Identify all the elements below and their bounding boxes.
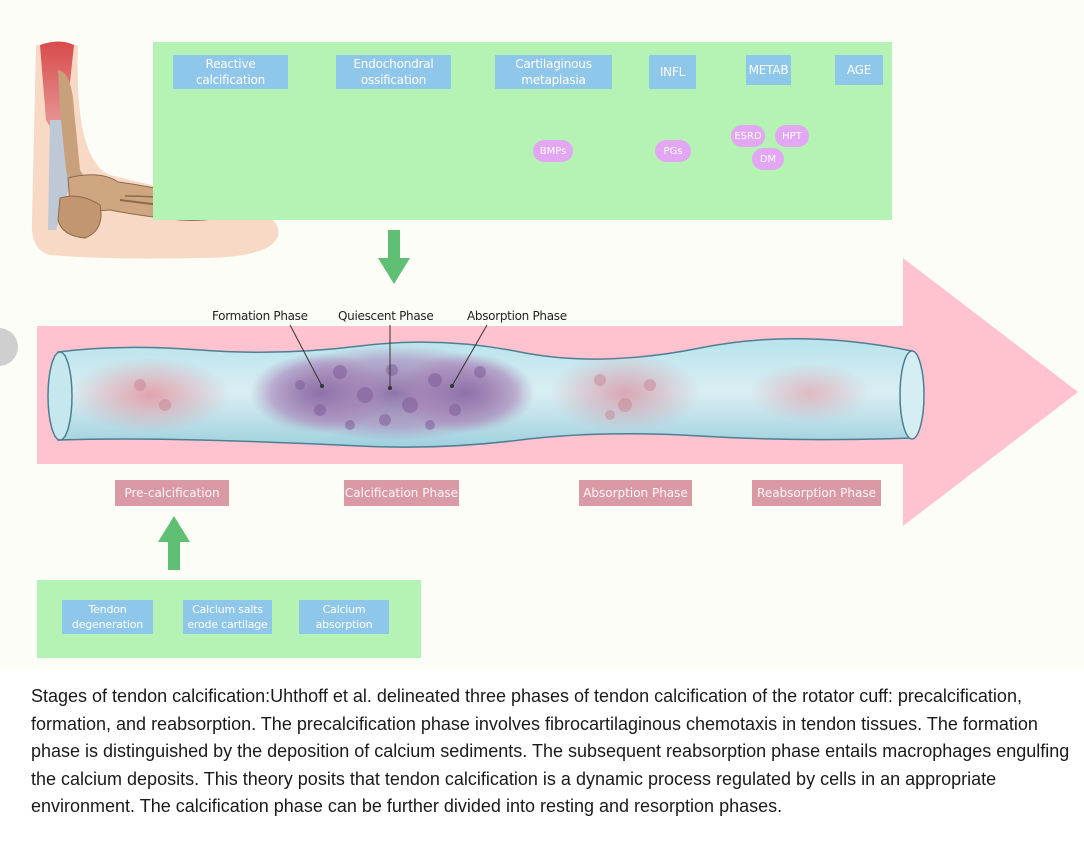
figure-caption: Stages of tendon calcification:Uhthoff e… [31,686,1070,816]
diagram-graphics [31,41,1078,570]
mediator-esrd: ESRD [731,125,765,147]
cause-calcium-absorption: Calcium absorption [299,600,389,634]
label-quiescent-phase: Quiescent Phase [338,309,434,323]
mediator-dm: DM [752,148,784,170]
factor-cartilaginous: Cartilaginous metaplasia [495,55,612,89]
label-absorption-phase: Absorption Phase [467,309,567,323]
label-formation-phase: Formation Phase [212,309,308,323]
factor-metab: METAB [746,55,791,85]
green-arrows [158,230,410,570]
factor-age: AGE [835,55,883,85]
mediator-hpt: HPT [775,125,809,147]
mediator-bmps: BMPs [533,140,573,162]
stage-reabsorption-phase: Reabsorption Phase [752,480,881,506]
tendon-illustration [47,337,925,448]
cause-tendon-degeneration: Tendon degeneration [62,600,153,634]
scroll-handle[interactable] [0,328,18,366]
stage-calcification-phase: Calcification Phase [344,480,459,506]
factor-reactive: Reactive calcification [173,55,288,89]
cause-calcium-salts: Calcium salts erode cartilage [183,600,272,634]
stage-absorption-phase: Absorption Phase [579,480,692,506]
factor-infl: INFL [649,55,696,89]
tendon-calcification-figure: Reactive calcification Endochondral ossi… [0,41,1078,658]
mediator-pgs: PGs [655,140,691,162]
stage-pre-calcification: Pre-calcification [115,480,229,506]
factor-endochondral: Endochondral ossification [336,55,451,89]
